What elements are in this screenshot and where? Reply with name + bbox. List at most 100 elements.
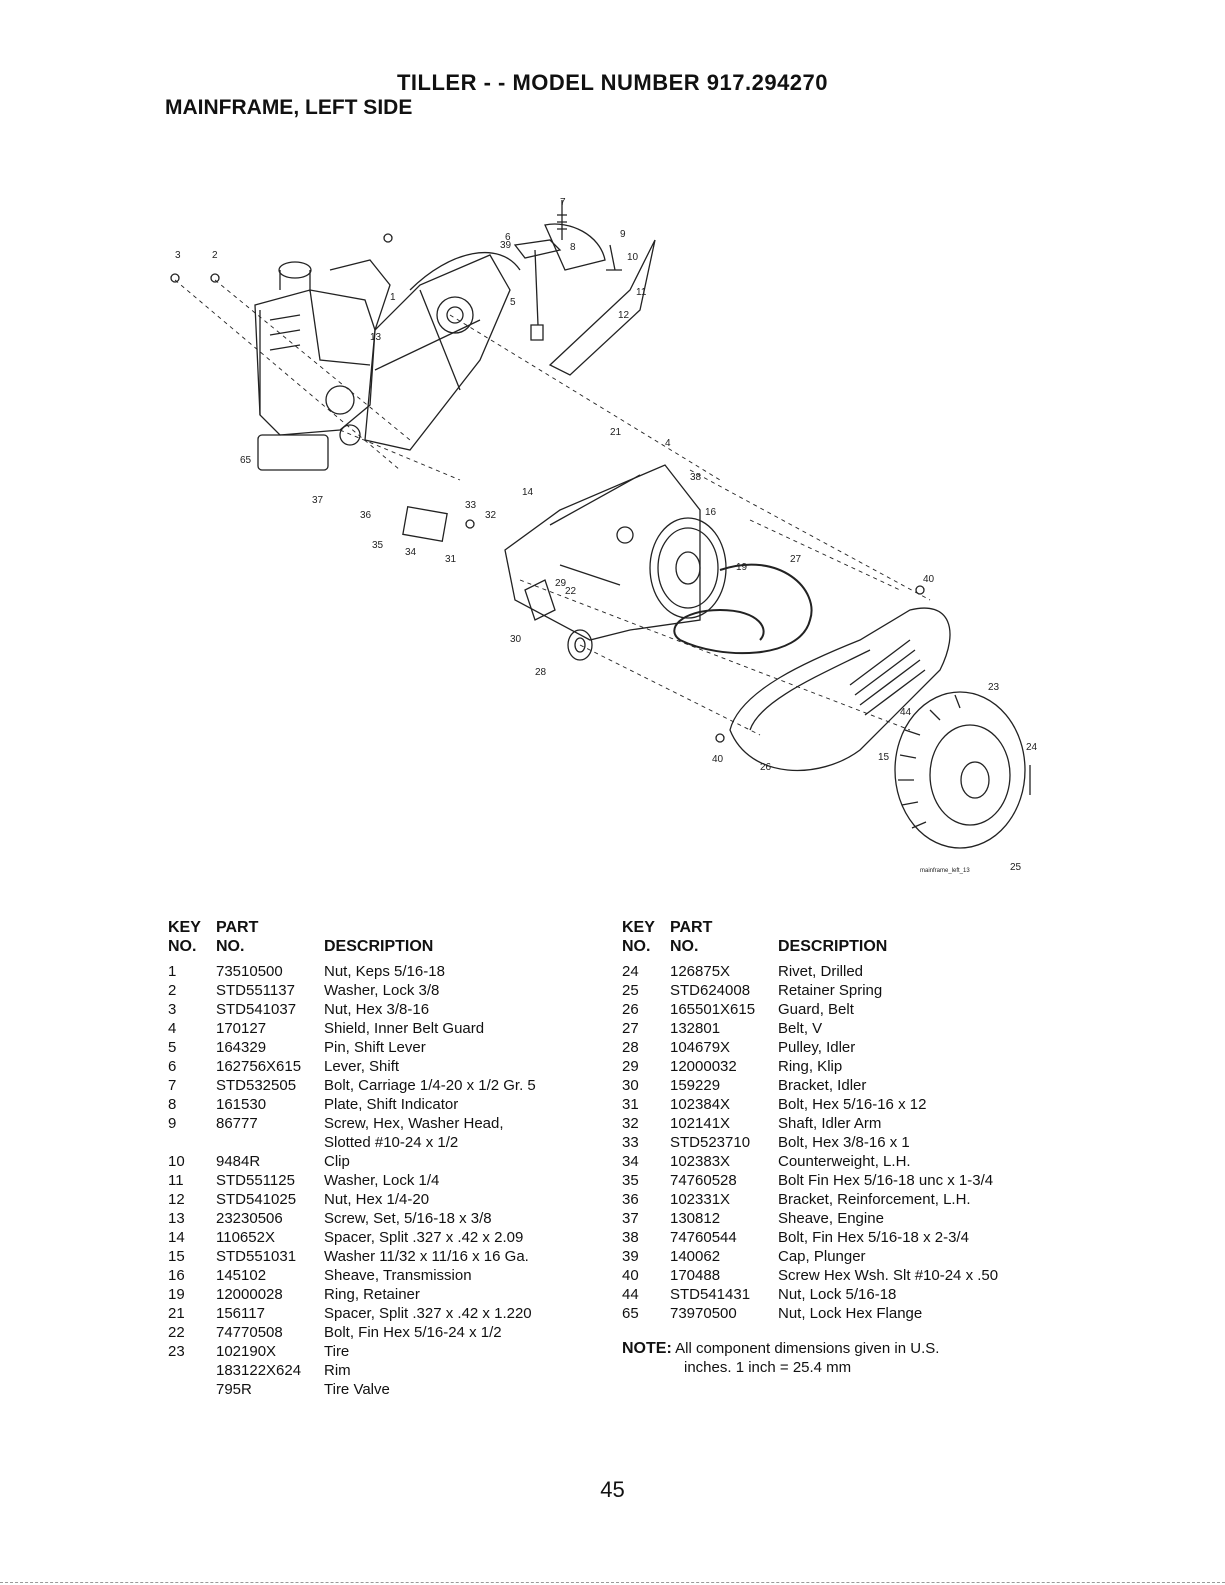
- callout-32: 32: [485, 510, 497, 521]
- description: Shield, Inner Belt Guard: [324, 1020, 485, 1037]
- key-no: 38: [622, 1229, 639, 1246]
- part-no: 23230506: [216, 1210, 283, 1227]
- callout-40-bottom: 40: [712, 754, 724, 765]
- description: Washer 11/32 x 11/16 x 16 Ga.: [324, 1248, 529, 1265]
- header-part: PART: [216, 919, 259, 936]
- key-no: 19: [168, 1286, 185, 1303]
- callout-40-top: 40: [923, 574, 935, 585]
- description: Cap, Plunger: [778, 1248, 866, 1265]
- header-part: PART: [670, 919, 713, 936]
- transmission-sheave-drawing: [649, 517, 727, 619]
- description: Clip: [324, 1153, 350, 1170]
- description: Nut, Lock Hex Flange: [778, 1305, 923, 1322]
- key-no: 32: [622, 1115, 639, 1132]
- part-no: 132801: [670, 1020, 721, 1037]
- key-no: 30: [622, 1077, 639, 1094]
- description: Retainer Spring: [778, 982, 883, 999]
- callout-3: 3: [175, 250, 181, 261]
- header-key: KEY: [622, 919, 655, 936]
- part-no: 74760544: [670, 1229, 737, 1246]
- key-no: 11: [168, 1172, 184, 1189]
- callout-10: 10: [627, 252, 639, 263]
- description: Sheave, Engine: [778, 1210, 884, 1227]
- description: Guard, Belt: [778, 1001, 854, 1018]
- key-no: 13: [168, 1210, 185, 1227]
- part-no: STD541037: [216, 1001, 297, 1018]
- page-title: TILLER - - MODEL NUMBER 917.294270: [396, 70, 829, 95]
- key-no: 7: [168, 1077, 177, 1094]
- belt-guard-drawing: [729, 607, 951, 772]
- callout-28: 28: [535, 667, 547, 678]
- description: Screw Hex Wsh. Slt #10-24 x .50: [778, 1267, 999, 1284]
- counterweight-drawing: [402, 505, 448, 543]
- callout-44: 44: [900, 707, 912, 718]
- key-no: 5: [168, 1039, 177, 1056]
- callout-15: 15: [878, 752, 890, 763]
- table-header-row-1: KEY PART: [168, 918, 598, 937]
- part-no: 12000028: [216, 1286, 283, 1303]
- key-no: 10: [168, 1153, 185, 1170]
- part-no: 102190X: [216, 1343, 277, 1360]
- key-no: 29: [622, 1058, 639, 1075]
- description: Belt, V: [778, 1020, 823, 1037]
- key-no: 8: [168, 1096, 177, 1113]
- header-description: DESCRIPTION: [324, 938, 434, 955]
- key-no: 4: [168, 1020, 177, 1037]
- dimension-note: NOTE: All component dimensions given in …: [622, 1339, 1052, 1377]
- part-no: 126875X: [670, 963, 731, 980]
- key-no: [168, 1380, 216, 1399]
- callout-65: 65: [240, 455, 252, 466]
- v-belt-drawing: [673, 563, 813, 655]
- header-part-no: NO.: [670, 938, 699, 955]
- key-no: 2: [168, 982, 177, 999]
- description: Pulley, Idler: [778, 1039, 856, 1056]
- callout-31: 31: [445, 554, 457, 565]
- part-no: 74760528: [670, 1172, 737, 1189]
- part-no: 73510500: [216, 963, 283, 980]
- description: Counterweight, L.H.: [778, 1153, 911, 1170]
- description: Sheave, Transmission: [324, 1267, 472, 1284]
- callout-33: 33: [465, 500, 477, 511]
- part-no: 74770508: [216, 1324, 283, 1341]
- inner-belt-guard-drawing: [504, 464, 701, 641]
- part-no: 102383X: [670, 1153, 731, 1170]
- key-no: 35: [622, 1172, 639, 1189]
- description: Rivet, Drilled: [778, 963, 864, 980]
- part-no: STD523710: [670, 1134, 751, 1151]
- key-no: 15: [168, 1248, 185, 1265]
- callout-16: 16: [705, 507, 717, 518]
- description: Screw, Set, 5/16-18 x 3/8: [324, 1210, 492, 1227]
- part-no: 102331X: [670, 1191, 731, 1208]
- key-no: [168, 1361, 216, 1380]
- key-no: 12: [168, 1191, 185, 1208]
- table-row: 13 23230506 Screw, Set, 5/16-18 x 3/8: [168, 1209, 598, 1228]
- note-line-2: inches. 1 inch = 25.4 mm: [684, 1359, 852, 1376]
- callout-27: 27: [790, 554, 802, 565]
- callout-8: 8: [570, 242, 576, 253]
- key-no: 33: [622, 1134, 639, 1151]
- engine-drawing: [254, 259, 391, 471]
- key-no: 36: [622, 1191, 639, 1208]
- callout-19: 19: [736, 562, 748, 573]
- description: Bolt, Carriage 1/4-20 x 1/2 Gr. 5: [324, 1077, 536, 1094]
- diagram-callouts: 1 2 3 4 5 6 7 8 9 10 11 12 13 14 15 16 1…: [175, 197, 1038, 874]
- description: Bracket, Idler: [778, 1077, 867, 1094]
